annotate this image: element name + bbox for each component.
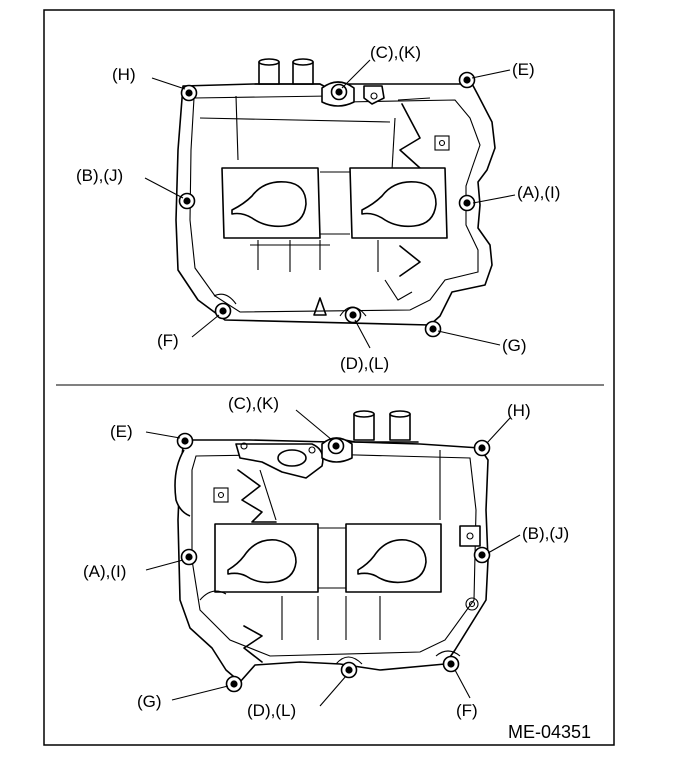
bottom-view-leaders [145,409,521,707]
bottom-view-labels: (E) (C),(K) (H) (B),(J) (A),(I) (G) (D),… [83,394,569,720]
label-top-g: (G) [502,336,527,355]
label-top-h: (H) [112,65,136,84]
bolt-e [458,71,476,89]
bottom-view-cover [174,410,489,683]
label-top-a-i: (A),(I) [517,183,560,202]
bolt-f [442,655,460,673]
label-top-b-j: (B),(J) [76,166,123,185]
bolt-d-l [340,661,358,679]
top-view-leaders [144,59,516,349]
label-bottom-c-k: (C),(K) [228,394,279,413]
label-top-f: (F) [157,331,179,350]
label-bottom-f: (F) [456,701,478,720]
label-top-c-k: (C),(K) [370,43,421,62]
bolt-a-i [180,548,198,566]
top-view-labels: (H) (C),(K) (E) (B),(J) (A),(I) (F) (D),… [76,43,560,373]
figure-frame [43,9,615,746]
label-bottom-a-i: (A),(I) [83,562,126,581]
top-view-cover [175,58,496,326]
label-top-d-l: (D),(L) [340,354,389,373]
label-bottom-d-l: (D),(L) [247,701,296,720]
label-bottom-g: (G) [137,692,162,711]
bolt-e [176,432,194,450]
bolt-b-j [178,192,196,210]
bolt-c-k [327,437,345,455]
bolt-d-l [344,306,362,324]
bolt-h [180,84,198,102]
label-bottom-e: (E) [110,422,133,441]
bolt-c-k [330,83,348,101]
label-top-e: (E) [512,60,535,79]
bolt-g [225,675,243,693]
bolt-g [424,320,442,338]
bolt-a-i [458,194,476,212]
bolt-b-j [473,546,491,564]
figure-code: ME-04351 [508,722,591,742]
label-bottom-h: (H) [507,401,531,420]
label-bottom-b-j: (B),(J) [522,524,569,543]
